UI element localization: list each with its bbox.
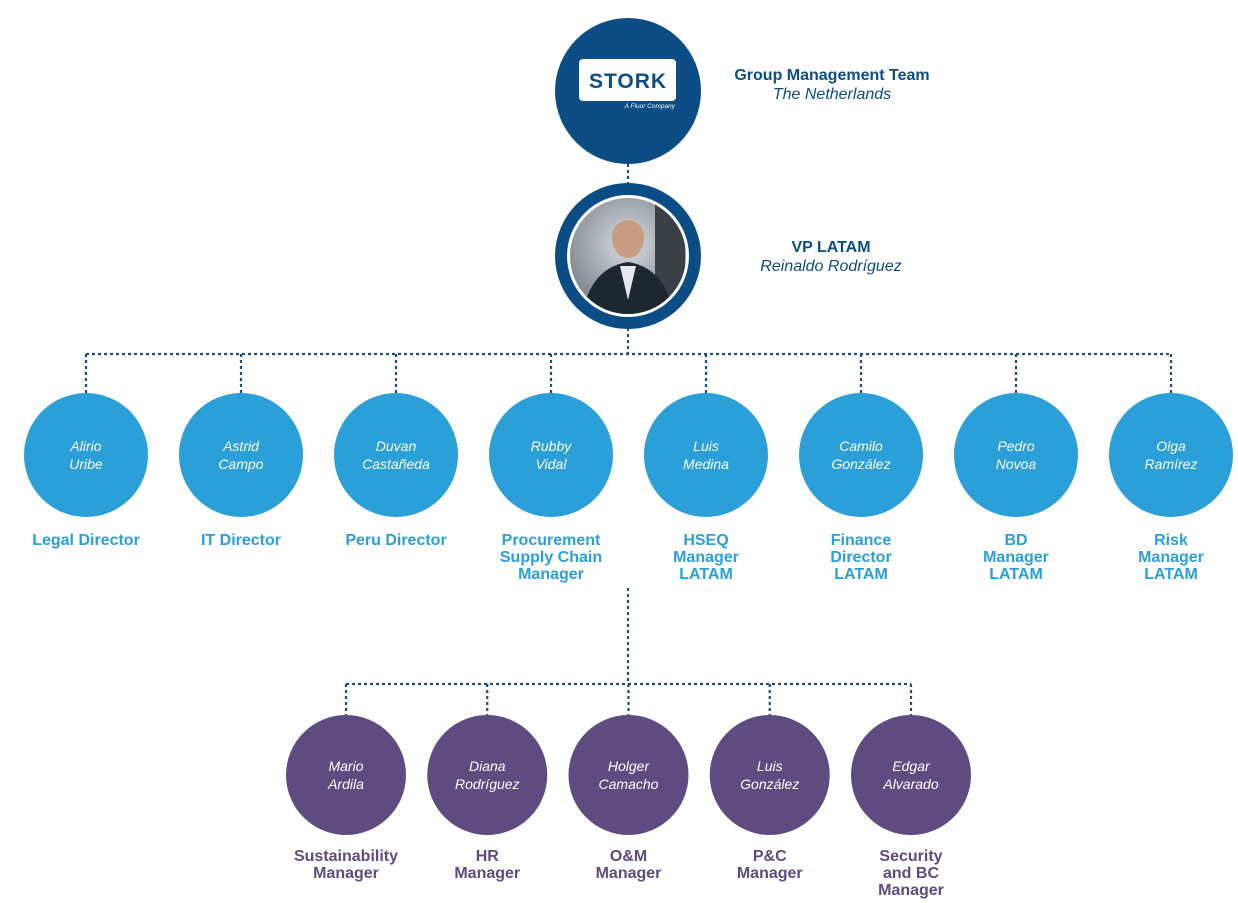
vp-photo [570, 198, 686, 314]
director-circle [1109, 393, 1233, 517]
managers-row: MarioArdilaSustainabilityManagerDianaRod… [286, 684, 971, 899]
manager-name: Ardila [327, 776, 364, 792]
manager-name: Holger [608, 758, 651, 774]
director-name: Ramírez [1145, 456, 1198, 472]
director-name: Astrid [222, 438, 260, 454]
director-name: Luis [693, 438, 719, 454]
manager-role: Manager [454, 865, 520, 882]
group-management-node: STORK A Fluor Company Group Management T… [555, 18, 930, 164]
manager-name: Edgar [892, 758, 931, 774]
director-name: González [831, 456, 890, 472]
manager-circle [286, 715, 406, 835]
vp-title: VP LATAM [791, 239, 870, 256]
stork-logo-text: STORK [589, 70, 667, 93]
director-circle [954, 393, 1078, 517]
manager-circle [709, 715, 830, 835]
director-name: Novoa [996, 456, 1037, 472]
director-name: Olga [1156, 438, 1186, 454]
manager-name: González [740, 776, 799, 792]
director-name: Campo [218, 456, 263, 472]
manager-role: Sustainability [294, 848, 398, 865]
director-name: Medina [683, 456, 729, 472]
manager-name: Luis [757, 758, 783, 774]
director-role: LATAM [1144, 566, 1198, 583]
director-name: Pedro [997, 438, 1035, 454]
manager-role: Manager [313, 865, 379, 882]
director-role: IT Director [201, 532, 281, 549]
manager-role: HR [476, 848, 500, 865]
group-subtitle: The Netherlands [773, 86, 891, 103]
director-name: Alirio [69, 438, 101, 454]
director-role: Manager [518, 566, 584, 583]
stork-logo-subtitle: A Fluor Company [624, 103, 676, 110]
director-circle [644, 393, 768, 517]
director-circle [489, 393, 613, 517]
group-title: Group Management Team [734, 67, 929, 84]
manager-role: Manager [737, 865, 803, 882]
manager-name: Mario [328, 758, 363, 774]
director-role: Director [830, 549, 891, 566]
director-name: Castañeda [362, 456, 430, 472]
manager-role: Manager [878, 882, 944, 899]
director-name: Duvan [376, 438, 417, 454]
director-circle [799, 393, 923, 517]
director-role: Procurement [502, 532, 601, 549]
manager-role: Security [879, 848, 942, 865]
manager-circle [427, 715, 548, 835]
director-role: LATAM [834, 566, 888, 583]
manager-role: Manager [596, 865, 662, 882]
director-circle [24, 393, 148, 517]
vp-latam-node: VP LATAM Reinaldo Rodríguez [555, 183, 902, 329]
director-role: Manager [673, 549, 739, 566]
director-role: LATAM [679, 566, 733, 583]
director-name: Camilo [839, 438, 883, 454]
manager-role: O&M [610, 848, 647, 865]
director-role: Manager [1138, 549, 1204, 566]
manager-circle [568, 715, 689, 835]
director-circle [334, 393, 458, 517]
director-circle [179, 393, 303, 517]
director-role: HSEQ [683, 532, 728, 549]
director-role: LATAM [989, 566, 1043, 583]
manager-name: Camacho [599, 776, 659, 792]
vp-name: Reinaldo Rodríguez [760, 258, 901, 275]
director-role: Peru Director [345, 532, 446, 549]
director-role: BD [1004, 532, 1027, 549]
director-name: Uribe [69, 456, 103, 472]
director-role: Legal Director [32, 532, 140, 549]
manager-name: Diana [469, 758, 506, 774]
manager-role: P&C [753, 848, 787, 865]
director-role: Manager [983, 549, 1049, 566]
director-role: Risk [1154, 532, 1188, 549]
manager-name: Alvarado [882, 776, 938, 792]
manager-circle [851, 715, 971, 835]
director-name: Vidal [536, 456, 568, 472]
manager-role: and BC [883, 865, 939, 882]
director-name: Rubby [531, 438, 572, 454]
stork-logo-box [579, 59, 676, 101]
manager-name: Rodríguez [455, 776, 520, 792]
director-role: Finance [831, 532, 892, 549]
director-role: Supply Chain [500, 549, 602, 566]
